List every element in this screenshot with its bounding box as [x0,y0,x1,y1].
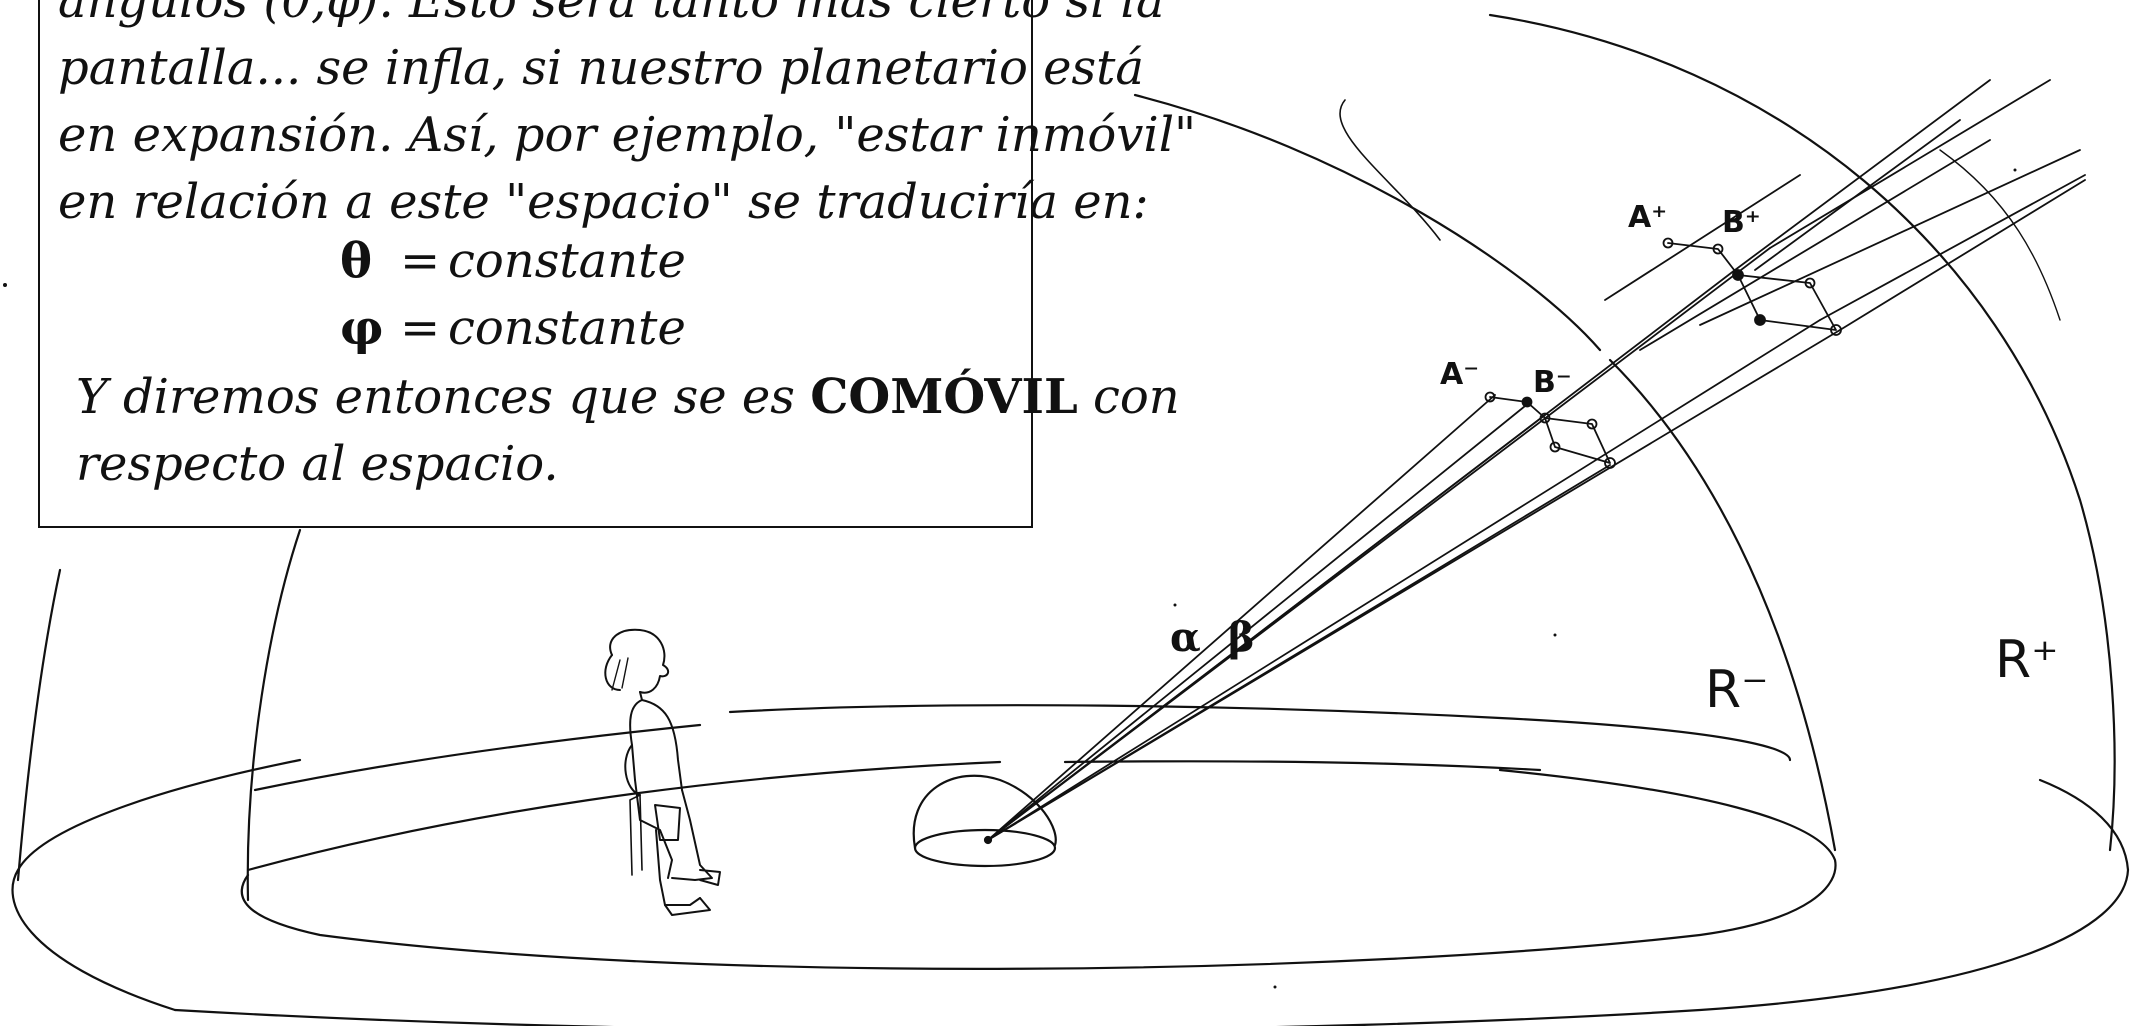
equation-value: constante [448,233,686,289]
equation-value: constante [448,300,686,356]
equals-sign: = [400,233,441,289]
equals-sign: = [400,300,441,356]
caption-line: en relación a este "espacio" se traducir… [58,174,1149,230]
comovil-term: COMÓVIL [810,369,1078,425]
equation-theta: θ =constante [340,228,686,295]
stray-dot [1273,985,1277,989]
caption-box: ángulos (θ,φ). Esto será tanto más ciert… [38,0,1196,528]
caption-line: pantalla... se infla, si nuestro planeta… [58,40,1145,96]
label-a-minus: A⁻ [1440,357,1480,392]
outer-dome-r-plus [11,13,2130,1026]
caption-text: Y diremos entonces que se es [76,369,811,425]
label-beta: β [1228,614,1255,661]
caption-line: en expansión. Así, por ejemplo, "estar i… [58,107,1197,163]
caption-line: ángulos (θ,φ). Esto será tanto más ciert… [58,0,1165,29]
caption-line: Y diremos entonces que se es COMÓVIL con [76,364,1180,431]
stray-dot [2013,168,2017,172]
caption-text: con [1077,369,1180,425]
stray-dot [1553,633,1557,637]
inner-dome-r-minus [240,93,1837,970]
label-alpha: α [1170,614,1201,661]
theta-symbol: θ [340,233,373,289]
caption-line: respecto al espacio. [76,436,559,492]
constellation-plus [1662,237,1842,336]
projection-rays [987,79,2086,841]
label-b-plus: B⁺ [1722,205,1761,240]
observer-figure [604,628,721,916]
equation-phi: φ =constante [340,295,686,362]
label-b-minus: B⁻ [1533,365,1572,400]
stray-dot [3,283,7,287]
stray-dot [1173,603,1177,607]
phi-symbol: φ [340,300,384,356]
label-a-plus: A⁺ [1628,200,1668,235]
label-r-plus: R⁺ [1995,630,2059,690]
label-r-minus: R⁻ [1705,660,1769,720]
constellation-minus [1484,391,1616,469]
small-dome [912,774,1057,868]
